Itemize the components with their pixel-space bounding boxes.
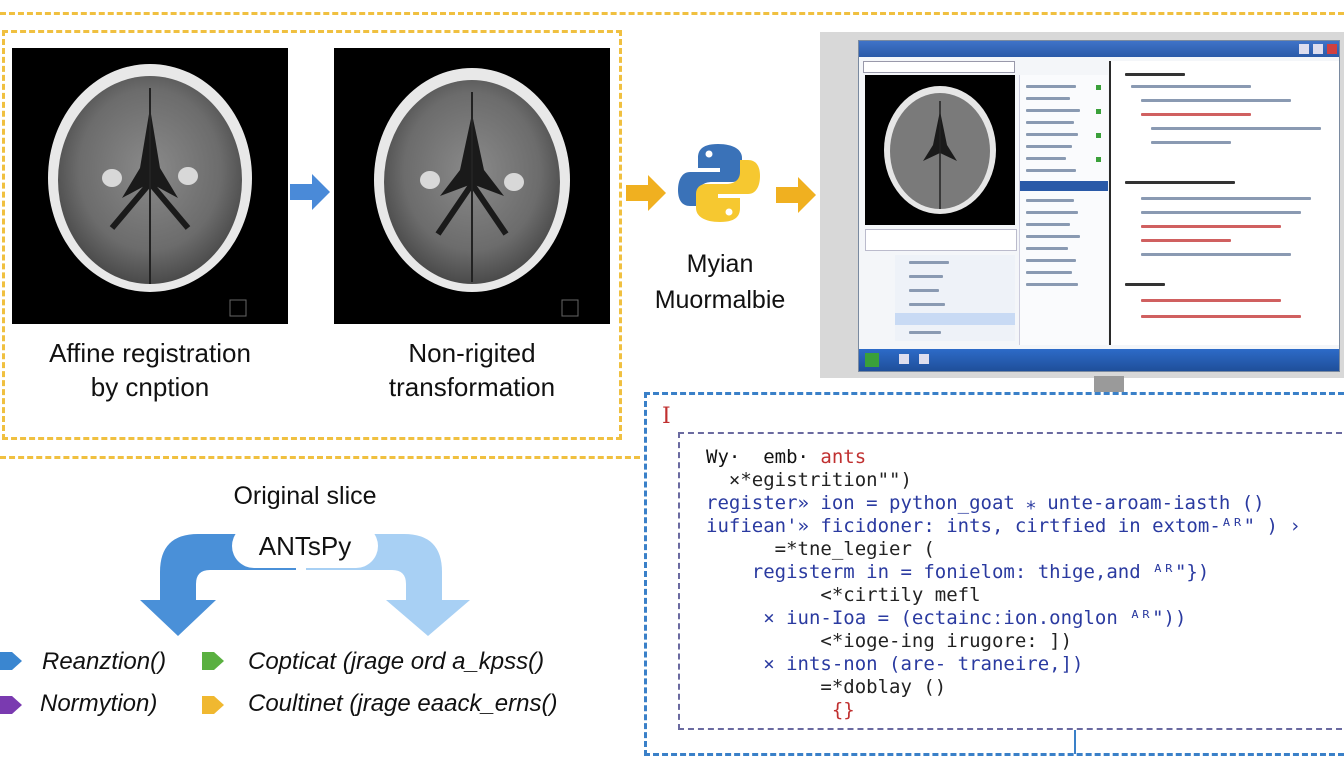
close-icon: [1327, 44, 1337, 54]
code-token: registerm in = fonielom: thige,and ᴬᴿ"}): [706, 561, 1210, 583]
code-lines: Wy· emb· ants ×*egistrition"")register» …: [706, 446, 1336, 726]
registration-frame: [2, 30, 622, 440]
flow-title: Original slice: [233, 482, 377, 510]
code-line: <*cirtily mefl: [706, 584, 1336, 607]
legend-item-2: Copticat (jrage ord a_kpss(): [248, 648, 545, 675]
mini-taskbar: [859, 349, 1339, 371]
code-line: registerm in = fonielom: thige,and ᴬᴿ"}): [706, 561, 1336, 584]
mini-tree-panel: [1019, 75, 1108, 345]
code-token: =*tne_legier (: [706, 538, 935, 560]
minimize-icon: [1299, 44, 1309, 54]
code-token: =*doblay (): [706, 676, 947, 698]
code-token: {}: [706, 699, 855, 721]
brain-scan-nonrigid: [334, 48, 610, 324]
code-marker: I: [662, 404, 671, 429]
top-dashed-divider: [0, 12, 1344, 15]
python-logo-icon: [678, 144, 760, 222]
code-line: × iun-Ioa = (ectaincːion.onglon ᴬᴿ")): [706, 607, 1336, 630]
connector-line: [1074, 730, 1076, 754]
legend-marker-icon: [202, 696, 224, 714]
code-line: =*tne_legier (: [706, 538, 1336, 561]
caption-affine-line1: Affine registration: [49, 338, 251, 368]
legend-marker-icon: [0, 696, 22, 714]
code-token: register» ion = python_goat: [706, 492, 1027, 514]
python-label-line2: Muormalbie: [654, 286, 786, 314]
code-line: iufiean'» ficidoner: ints, cirtfied in e…: [706, 515, 1336, 538]
arrow-right-icon: [626, 175, 666, 211]
legend-marker-icon: [202, 652, 224, 670]
legend-item-1: Reanztion(): [42, 648, 167, 675]
code-token: ants: [808, 446, 867, 468]
arrow-right-icon: [776, 177, 816, 213]
address-bar: [863, 61, 1015, 73]
code-line: ×*egistrition""): [706, 469, 1336, 492]
monitor-stand: [1094, 376, 1124, 392]
code-frame: [644, 392, 1344, 756]
code-editor: [678, 432, 1342, 730]
arrow-right-icon: [290, 174, 330, 210]
python-label-line1: Myian: [686, 250, 754, 278]
code-line: × ints-non (are- traneire,]): [706, 653, 1336, 676]
python-label: Myian Muormalbie: [640, 246, 800, 318]
mini-file-list: [895, 255, 1015, 341]
caption-nonrigid-line2: transformation: [388, 372, 556, 402]
legend-marker-icon: [0, 652, 22, 670]
code-token: × ints-non (are- traneire,]): [706, 653, 1084, 675]
software-window: [858, 40, 1340, 372]
mini-info-panel: [865, 229, 1017, 251]
maximize-icon: [1313, 44, 1323, 54]
brain-scan-affine: [12, 48, 288, 324]
mini-brain-scan: [865, 75, 1015, 225]
code-line: {}: [706, 699, 1336, 722]
mini-properties-panel: [1109, 61, 1339, 345]
code-token: <*ioge-ing irugore: ]): [706, 630, 1073, 652]
antspy-badge: ANTsPy: [232, 524, 378, 568]
code-line: Wy· emb· ants: [706, 446, 1336, 469]
code-line: <*ioge-ing irugore: ]): [706, 630, 1336, 653]
legend-item-3: Normytion): [40, 690, 158, 717]
caption-affine: Affine registration by cnption: [12, 336, 288, 404]
caption-affine-line2: by cnption: [90, 372, 210, 402]
caption-nonrigid: Non-rigited transformation: [334, 336, 610, 404]
code-line: =*doblay (): [706, 676, 1336, 699]
code-token: <*cirtily mefl: [706, 584, 981, 606]
code-line: register» ion = python_goat ⁎ unte-aroam…: [706, 492, 1336, 515]
legend-item-4: Coultinet (jrage eaack_erns(): [248, 690, 558, 717]
middle-dashed-divider: [0, 456, 640, 459]
window-titlebar: [859, 41, 1339, 57]
code-token: ×*egistrition""): [706, 469, 912, 491]
code-token: × iun-Ioa = (ectaincːion.onglon ᴬᴿ")): [706, 607, 1187, 629]
caption-nonrigid-line1: Non-rigited: [408, 338, 536, 368]
code-token: Wy· emb·: [706, 446, 809, 468]
code-token: iufiean'» ficidoner: ints, cirtfied in e…: [706, 515, 1301, 537]
code-token: ⁎ unte-aroam-iasth (): [1026, 492, 1265, 514]
